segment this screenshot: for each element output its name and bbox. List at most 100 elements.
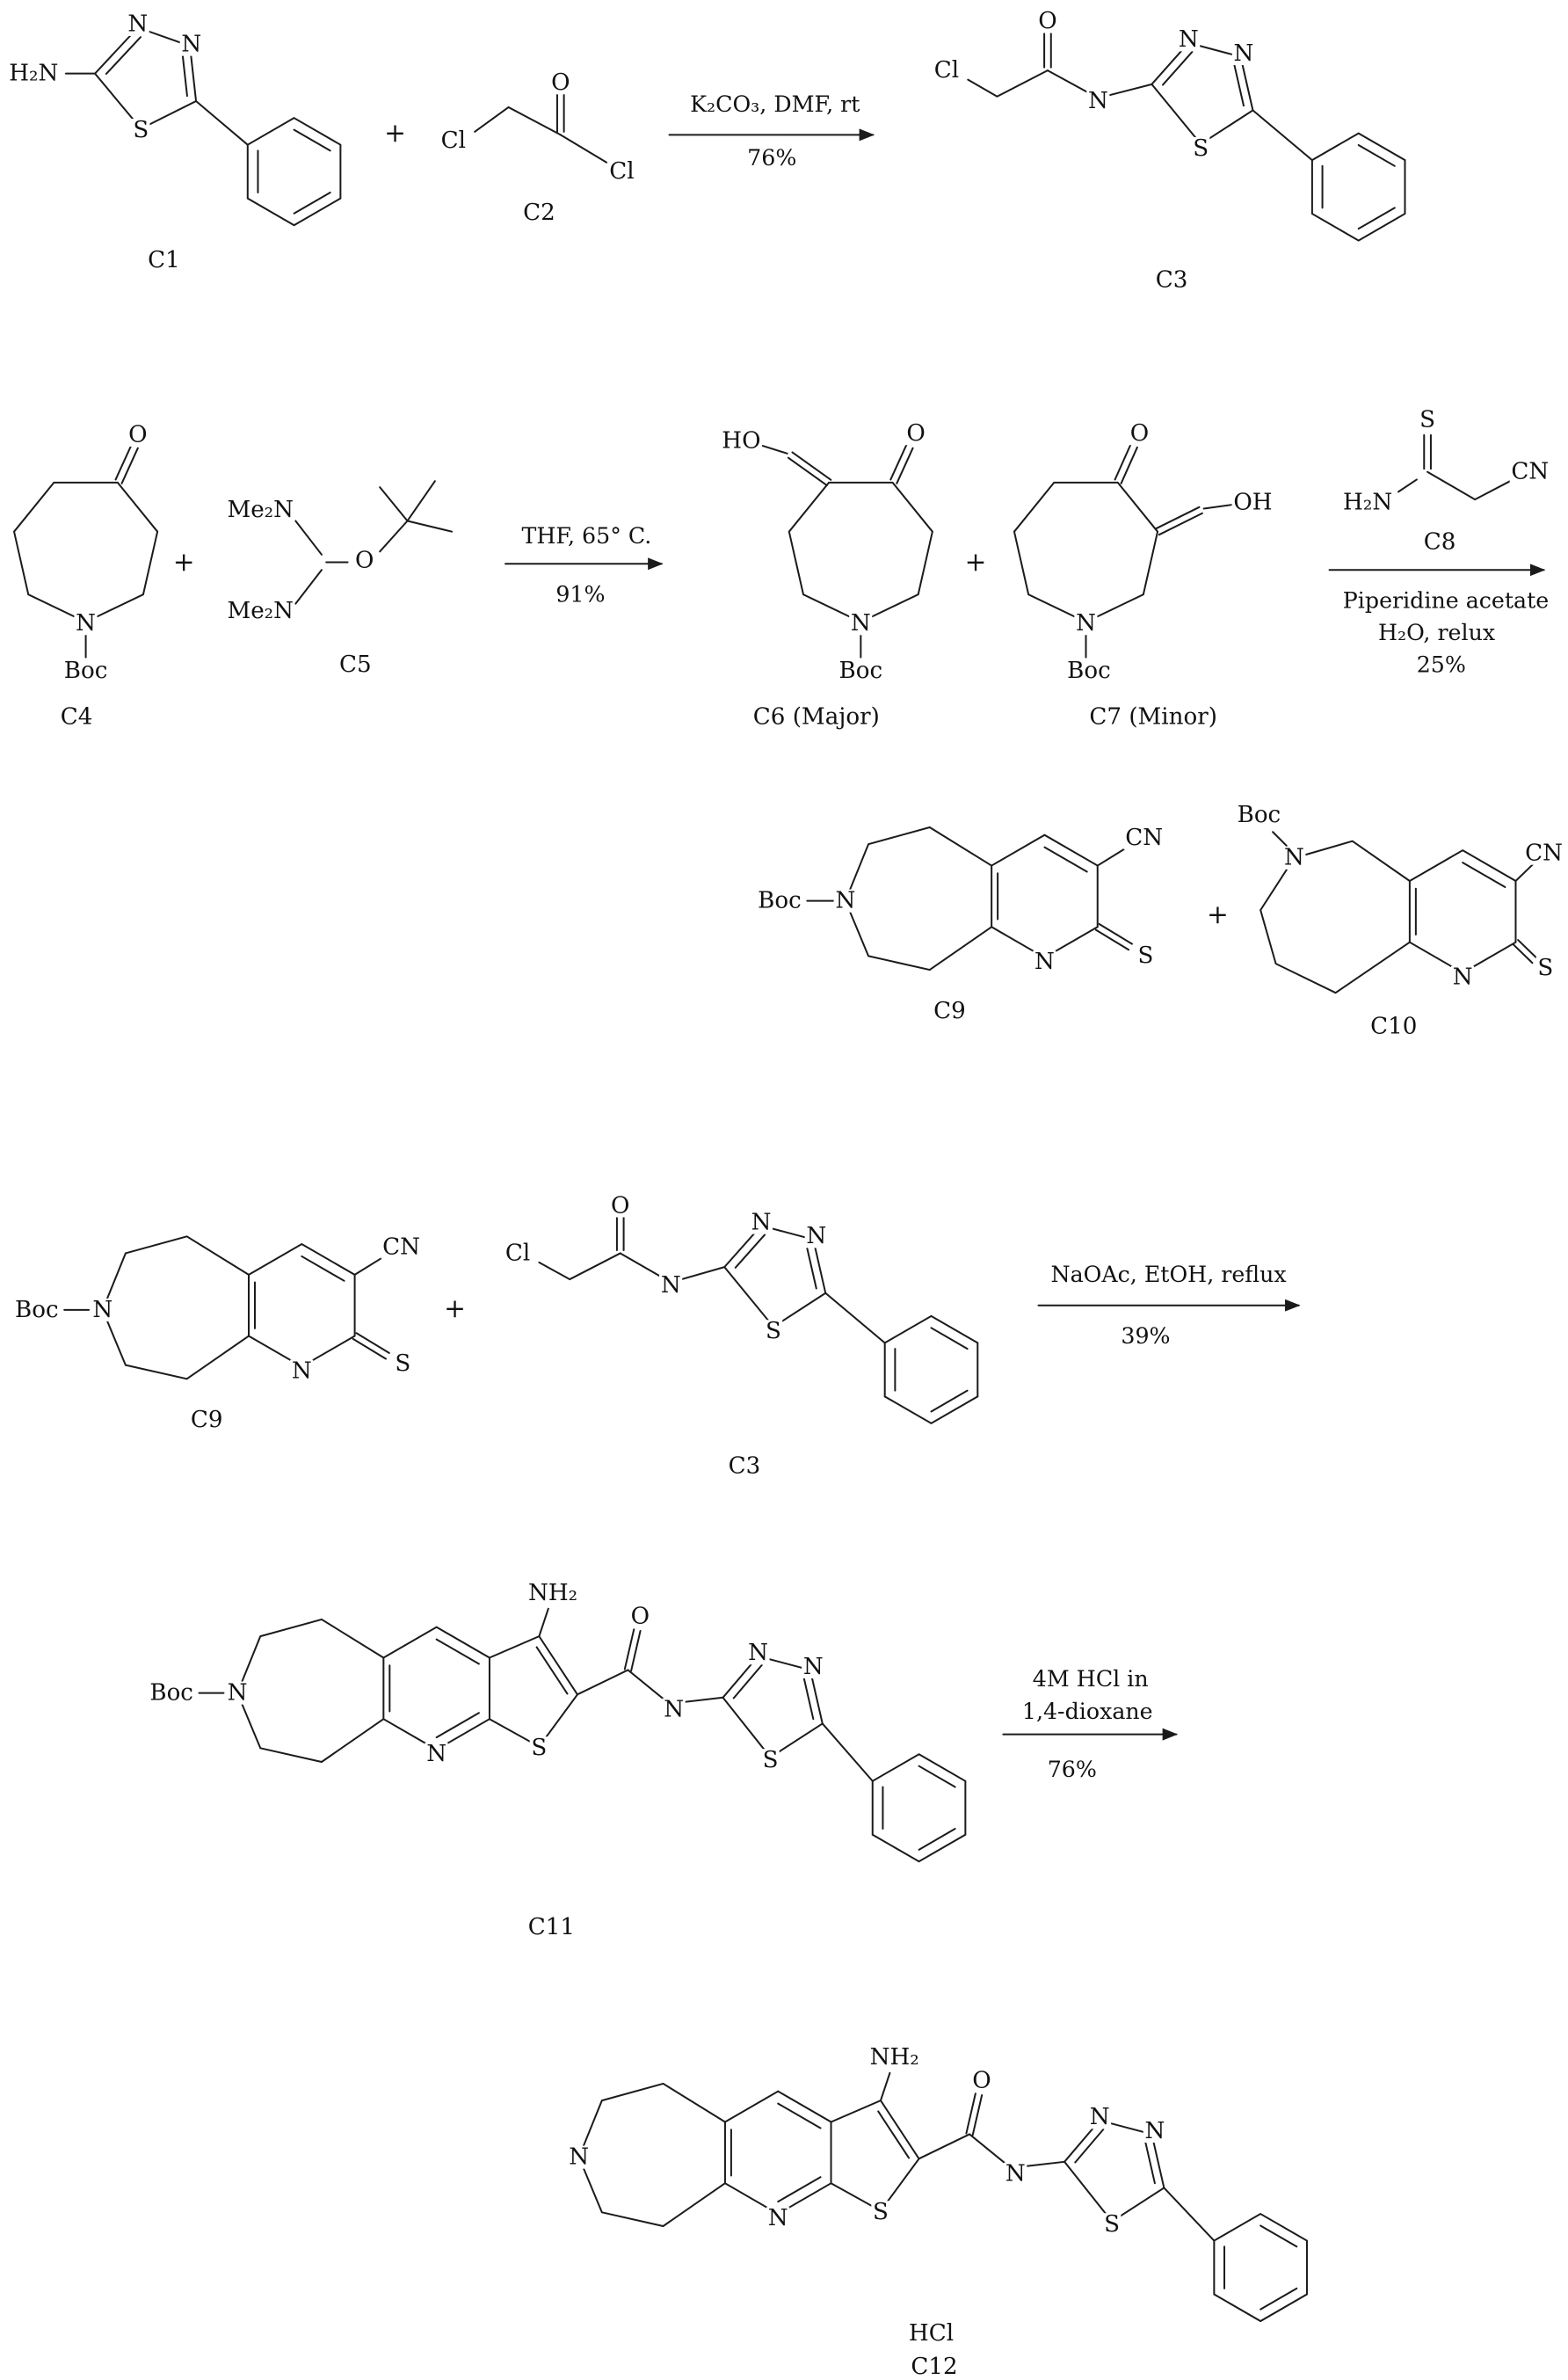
c1-n4-label: N: [179, 29, 204, 58]
c3-copy-n4-label: N: [804, 1221, 828, 1250]
c11-amide-n-label: N: [662, 1695, 686, 1723]
c11-boc-label: Boc: [148, 1678, 195, 1707]
step4-reagents-text: NaOAc, EtOH, reflux: [1050, 1263, 1287, 1289]
c12-pyridine-n-label: N: [766, 2203, 790, 2232]
c7-n-label: N: [1074, 608, 1098, 637]
c11-n4-label: N: [802, 1652, 825, 1680]
c11-carbonyl-o-label: O: [628, 1601, 651, 1630]
step2-yield-text: 91%: [555, 583, 606, 608]
c1-compound-label: C1: [148, 245, 180, 274]
c10-thione-s-label: S: [1535, 953, 1555, 982]
c7-structure: [1013, 442, 1233, 659]
c7-ketone-o-label: O: [1129, 419, 1151, 447]
c10-azepine-n-label: N: [1282, 843, 1306, 871]
c2-cl-left-label: Cl: [439, 126, 468, 155]
c9-pyridine-n-label: N: [1033, 947, 1056, 976]
c3-structure: [967, 33, 1406, 242]
c9-copy-pyridine-n-label: N: [290, 1357, 314, 1385]
c3-compound-label: C3: [1155, 266, 1188, 294]
c10-structure: [1259, 831, 1538, 994]
c10-boc-label: Boc: [1235, 800, 1282, 828]
c8-cn-label: CN: [1509, 457, 1551, 485]
c11-compound-label: C11: [527, 1912, 575, 1941]
c12-thiophene-s-label: S: [871, 2197, 890, 2226]
c12-amide-n-label: N: [1004, 2159, 1027, 2187]
c3-copy-o-label: O: [609, 1190, 632, 1219]
c11-structure: [198, 1607, 967, 1863]
c9-azepine-n-label: N: [833, 886, 858, 914]
c4-compound-label: C4: [60, 702, 93, 731]
c3-n3-label: N: [1177, 25, 1201, 54]
c12-thiadiazole-s-label: S: [1102, 2209, 1122, 2238]
c12-azepine-n-label: N: [567, 2143, 591, 2171]
c3-copy-compound-label: C3: [728, 1452, 761, 1480]
c2-o-label: O: [549, 68, 572, 96]
c6-compound-label: C6 (Major): [752, 702, 880, 731]
c12-n3-label: N: [1088, 2102, 1112, 2131]
c11-nh2-label: NH₂: [526, 1578, 579, 1607]
c9-copy-thione-s-label: S: [393, 1349, 413, 1377]
c3-copy-cl-label: Cl: [504, 1238, 532, 1267]
c2-compound-label: C2: [523, 198, 555, 227]
c4-structure: [12, 443, 159, 659]
c11-thiophene-s-label: S: [529, 1733, 549, 1762]
c5-nme2-top-label: Me₂N: [225, 495, 295, 524]
c3-o-label: O: [1036, 6, 1059, 35]
c9-copy-azepine-n-label: N: [91, 1295, 114, 1323]
c12-carbonyl-o-label: O: [970, 2065, 993, 2094]
c10-compound-label: C10: [1370, 1011, 1418, 1040]
c8-s-label: S: [1418, 404, 1437, 433]
c3-structure-copy: [538, 1215, 979, 1425]
c4-boc-label: Boc: [62, 656, 110, 685]
c3-s1-label: S: [1191, 134, 1210, 162]
c6-boc-label: Boc: [837, 656, 884, 685]
c2-cl-right-label: Cl: [607, 156, 636, 185]
c3-copy-amide-n-label: N: [659, 1270, 683, 1299]
c11-azepine-n-label: N: [225, 1678, 250, 1707]
c12-hcl-salt-label: HCl: [908, 2318, 955, 2347]
c6-ho-label: HO: [720, 426, 763, 455]
c1-amine-label: H₂N: [7, 59, 61, 87]
c5-structure: [294, 480, 454, 605]
c10-pyridine-n-label: N: [1451, 963, 1475, 991]
c9-copy-cn-label: CN: [381, 1232, 422, 1261]
c3-copy-n3-label: N: [749, 1208, 773, 1236]
c6-structure: [761, 443, 933, 659]
c6-n-label: N: [849, 608, 873, 637]
c12-nh2-label: NH₂: [867, 2042, 921, 2071]
c4-ketone-o-label: O: [127, 420, 149, 448]
c8-compound-label: C8: [1423, 528, 1456, 556]
c7-oh-label: OH: [1231, 488, 1274, 516]
c7-compound-label: C7 (Minor): [1089, 702, 1217, 731]
c1-structure: [64, 26, 342, 227]
plus-sign-4: +: [1206, 899, 1229, 931]
c11-n3-label: N: [746, 1638, 770, 1667]
c1-s1-label: S: [131, 115, 151, 143]
step1-reagents-text: K₂CO₃, DMF, rt: [690, 92, 860, 118]
plus-sign-2: +: [172, 547, 195, 579]
c5-o-label: O: [353, 546, 376, 574]
c1-n3-label: N: [126, 10, 150, 38]
step5-reagents-line2: 1,4-dioxane: [1021, 1699, 1153, 1725]
c12-compound-label: C12: [911, 2352, 958, 2380]
c9-structure: [806, 826, 1133, 972]
c6-ketone-o-label: O: [904, 419, 927, 447]
c9-thione-s-label: S: [1136, 941, 1156, 970]
plus-sign-5: +: [444, 1293, 466, 1325]
step1-yield-text: 76%: [747, 146, 797, 171]
c5-nme2-bottom-label: Me₂N: [225, 596, 295, 625]
c9-cn-label: CN: [1123, 823, 1165, 852]
step2-reagents-text: THF, 65° C.: [521, 525, 652, 550]
step3-yield-text: 25%: [1416, 653, 1466, 679]
c8-structure: [1397, 433, 1512, 501]
step5-reagents-line1: 4M HCl in: [1032, 1668, 1149, 1693]
c3-amide-n-label: N: [1086, 86, 1110, 114]
step3-conditions-line1: Piperidine acetate: [1342, 589, 1550, 615]
c12-structure: [577, 2071, 1308, 2323]
c12-n4-label: N: [1143, 2116, 1167, 2144]
step4-yield-text: 39%: [1121, 1324, 1171, 1350]
c9-compound-label: C9: [933, 996, 966, 1024]
c9-copy-compound-label: C9: [190, 1405, 223, 1434]
